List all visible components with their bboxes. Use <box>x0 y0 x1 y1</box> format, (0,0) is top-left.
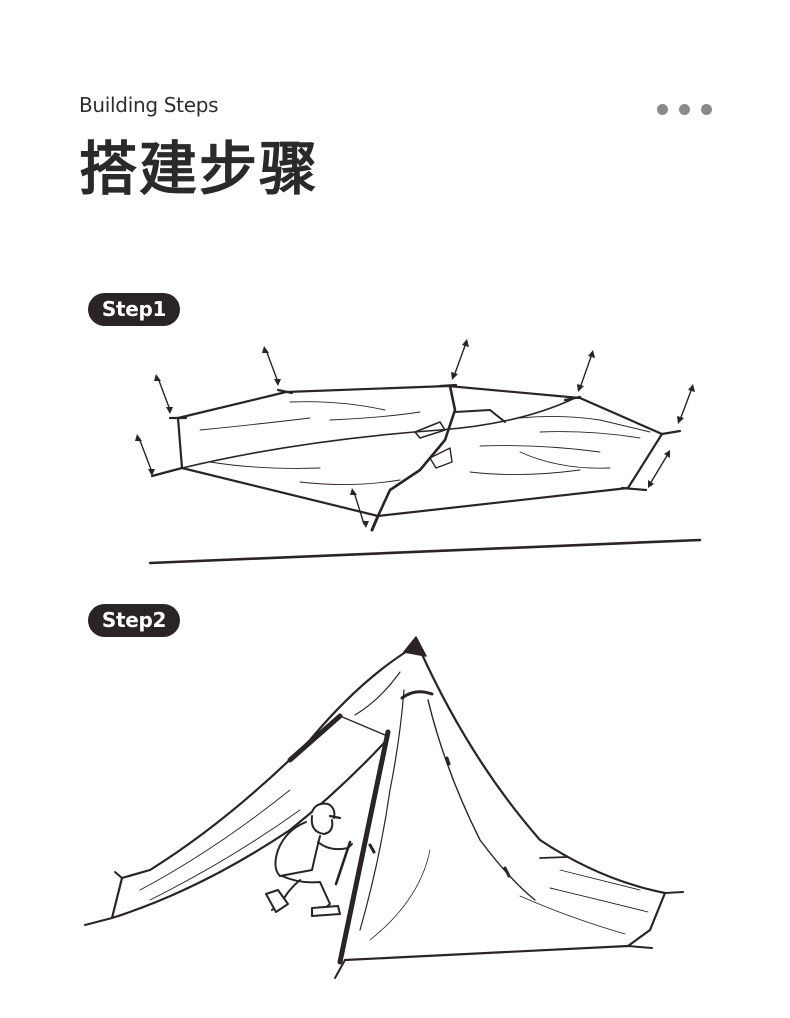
step2-pitched-tent-illustration <box>84 636 684 979</box>
dot-icon <box>679 104 690 115</box>
page-title: 搭建步骤 <box>79 135 320 203</box>
dot-icon <box>701 104 712 115</box>
more-options-icon <box>657 104 712 115</box>
dot-icon <box>657 104 668 115</box>
step1-flat-tent-illustration <box>135 339 702 565</box>
step2-badge: Step2 <box>88 604 180 637</box>
step1-badge: Step1 <box>88 293 180 326</box>
section-subtitle: Building Steps <box>79 93 219 117</box>
